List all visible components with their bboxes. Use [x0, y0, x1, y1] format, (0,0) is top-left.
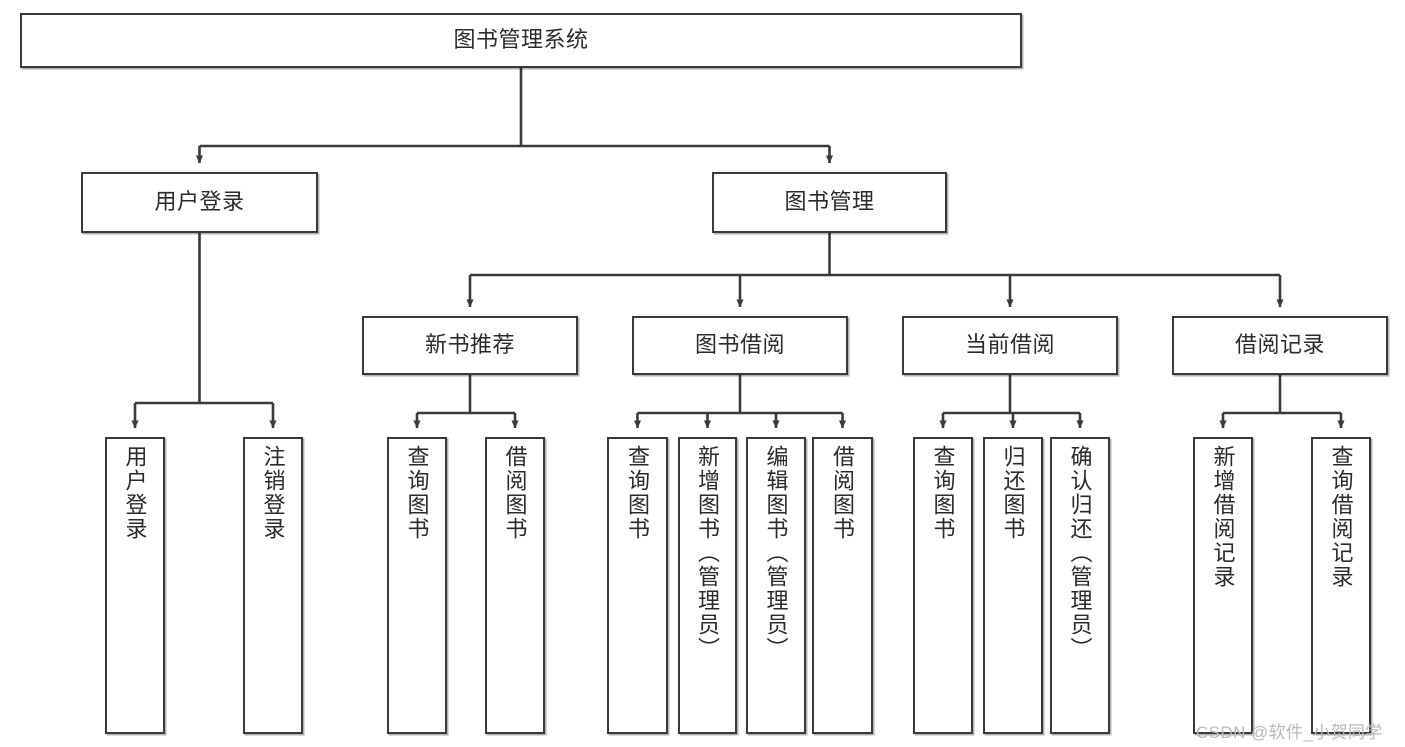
leaf-query-borrow-record-label: 查询借阅记录	[1328, 445, 1354, 589]
node-user-login-label: 用户登录	[154, 189, 245, 215]
node-current-borrow[interactable]: 当前借阅	[902, 316, 1118, 375]
node-root[interactable]: 图书管理系统	[20, 13, 1022, 68]
leaf-borrow-book-label: 借阅图书	[830, 445, 856, 541]
node-borrow-record-label: 借阅记录	[1234, 332, 1325, 358]
leaf-edit-book-admin[interactable]: 编辑图书（管理员）	[746, 437, 806, 734]
node-borrow-record[interactable]: 借阅记录	[1172, 316, 1388, 375]
node-book-borrow-label: 图书借阅	[694, 332, 785, 358]
leaf-query-book[interactable]: 查询图书	[607, 437, 668, 734]
leaf-user-login[interactable]: 用户登录	[105, 437, 165, 734]
node-book-borrow[interactable]: 图书借阅	[632, 316, 848, 375]
leaf-user-login-label: 用户登录	[122, 445, 148, 541]
node-current-borrow-label: 当前借阅	[964, 332, 1055, 358]
leaf-logout[interactable]: 注销登录	[243, 437, 303, 734]
leaf-confirm-return-admin[interactable]: 确认归还（管理员）	[1050, 437, 1110, 734]
leaf-query-book-recommend[interactable]: 查询图书	[387, 437, 447, 734]
leaf-add-borrow-record-label: 新增借阅记录	[1210, 445, 1236, 589]
leaf-borrow-book-recommend-label: 借阅图书	[502, 445, 528, 541]
leaf-add-book-admin[interactable]: 新增图书（管理员）	[678, 437, 737, 734]
node-new-book-recommend-label: 新书推荐	[424, 332, 515, 358]
leaf-confirm-return-admin-label: 确认归还（管理员）	[1067, 445, 1093, 661]
leaf-query-book-current[interactable]: 查询图书	[913, 437, 973, 734]
node-new-book-recommend[interactable]: 新书推荐	[362, 316, 578, 375]
node-book-management-label: 图书管理	[784, 189, 875, 215]
leaf-edit-book-admin-label: 编辑图书（管理员）	[763, 445, 789, 661]
node-book-management[interactable]: 图书管理	[712, 172, 947, 233]
leaf-add-book-admin-label: 新增图书（管理员）	[695, 445, 721, 661]
leaf-return-book-label: 归还图书	[1000, 445, 1026, 541]
node-user-login[interactable]: 用户登录	[81, 172, 318, 233]
leaf-logout-label: 注销登录	[260, 445, 286, 541]
leaf-borrow-book-recommend[interactable]: 借阅图书	[485, 437, 545, 734]
leaf-borrow-book[interactable]: 借阅图书	[812, 437, 873, 734]
leaf-add-borrow-record[interactable]: 新增借阅记录	[1193, 437, 1253, 734]
leaf-return-book[interactable]: 归还图书	[983, 437, 1043, 734]
csdn-watermark: CSDN @软件_小贺同学	[1196, 723, 1383, 742]
leaf-query-borrow-record[interactable]: 查询借阅记录	[1311, 437, 1371, 734]
leaf-query-book-label: 查询图书	[625, 445, 651, 541]
node-root-label: 图书管理系统	[453, 27, 589, 53]
leaf-query-book-current-label: 查询图书	[930, 445, 956, 541]
leaf-query-book-recommend-label: 查询图书	[404, 445, 430, 541]
